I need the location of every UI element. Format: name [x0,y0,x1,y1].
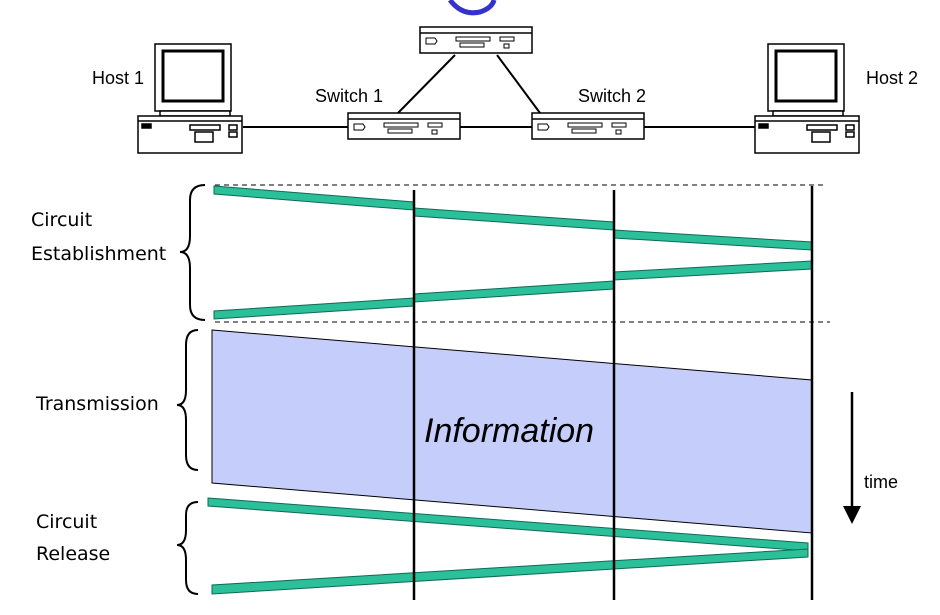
release-signals [207,497,809,595]
setup-hop-2 [413,207,615,231]
brace-release [176,501,199,595]
link-switch1-switch3 [397,54,456,114]
establishment-label-line2: Establishment [31,243,167,265]
confirm-hop-1 [613,260,813,281]
host2-computer-icon [754,43,860,154]
release-label-line2: Release [36,543,111,565]
link-switch3-switch2 [496,54,541,114]
host1-label: Host 1 [92,68,145,88]
confirm-hop-2 [413,280,615,303]
establishment-signals [213,185,813,320]
transmission-label: Transmission [36,393,159,415]
switch1-icon [347,112,461,140]
brace-transmission [176,329,199,471]
establishment-label-line1: Circuit [31,209,93,231]
host2-label: Host 2 [866,68,919,88]
release-confirm [211,548,809,595]
switch3-icon [419,26,533,54]
confirm-hop-3 [213,297,415,320]
title-fragment [448,0,497,16]
switch2-label: Switch 2 [578,86,647,106]
node-timelines [412,186,814,600]
release-label-line1: Circuit [36,511,98,533]
time-arrow [843,392,861,524]
switch2-icon [531,112,645,140]
host1-computer-icon [137,43,243,154]
switch1-label: Switch 1 [315,86,384,106]
time-label: time [864,472,899,492]
information-label: Information [424,412,595,450]
setup-hop-1 [213,185,415,211]
network-links [243,54,755,128]
phase-braces [176,184,206,595]
brace-establishment [179,184,206,321]
setup-hop-3 [613,229,813,251]
